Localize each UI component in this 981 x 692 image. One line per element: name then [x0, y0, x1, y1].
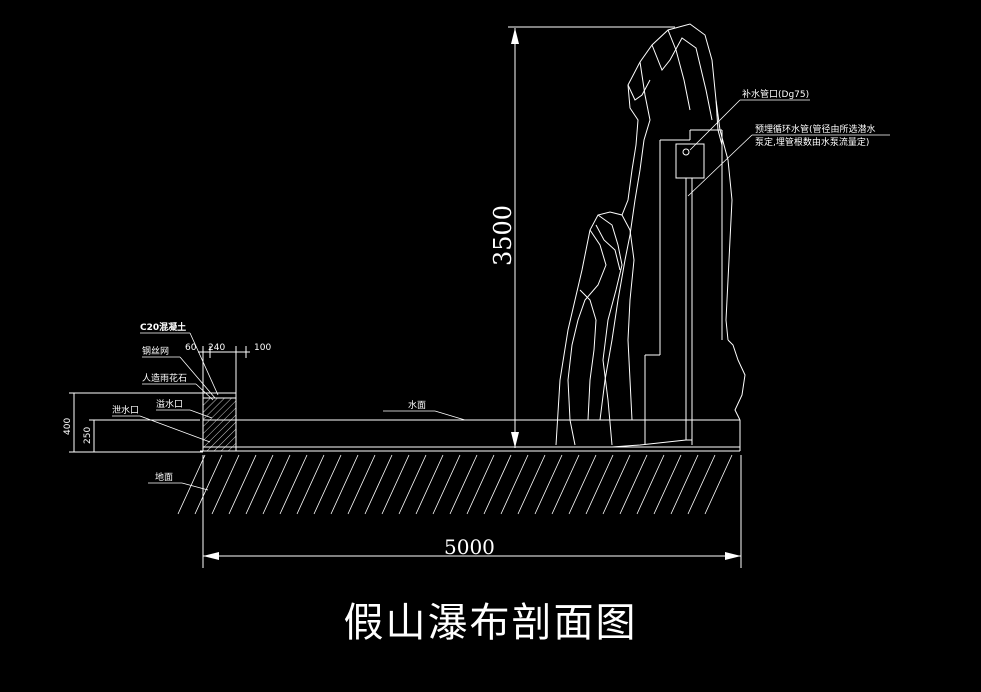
- height-dimension: 3500: [489, 26, 675, 448]
- label-pipe-note-1: 预埋循环水管(管径由所选潜水: [755, 123, 876, 135]
- label-overflow: 溢水口: [156, 398, 183, 410]
- left-wall: [202, 392, 237, 452]
- annotations: C20混凝土 钢丝网 人造雨花石 溢水口 泄水口 水面 地面 补水管口(Dg75…: [112, 88, 890, 491]
- dim-height: 3500: [489, 205, 517, 266]
- width-dimension: 5000: [202, 455, 742, 568]
- drawing-title: 假山瀑布剖面图: [343, 600, 638, 646]
- label-water-surface: 水面: [408, 399, 426, 411]
- dim-250: 250: [83, 427, 93, 444]
- label-c20: C20混凝土: [140, 321, 186, 333]
- label-drain: 泄水口: [112, 404, 139, 416]
- earth-hatch: [177, 454, 733, 515]
- wall-dimensions: 400 250 60 240 100: [63, 343, 271, 453]
- label-pipe-note-2: 泵定,埋管根数由水泵流量定): [755, 136, 869, 148]
- dim-width: 5000: [444, 535, 495, 559]
- dim-100: 100: [254, 343, 271, 353]
- dim-400: 400: [63, 418, 73, 435]
- label-makeup-inlet: 补水管口(Dg75): [742, 88, 809, 100]
- label-ground: 地面: [155, 471, 173, 483]
- dim-60: 60: [185, 343, 197, 353]
- label-mesh: 钢丝网: [142, 345, 169, 357]
- label-granite: 人造雨花石: [142, 372, 187, 384]
- ground-section: [177, 450, 740, 515]
- pool-section: [236, 339, 746, 451]
- rockery[interactable]: [555, 23, 733, 446]
- dim-240: 240: [208, 343, 225, 353]
- back-column: [611, 129, 723, 448]
